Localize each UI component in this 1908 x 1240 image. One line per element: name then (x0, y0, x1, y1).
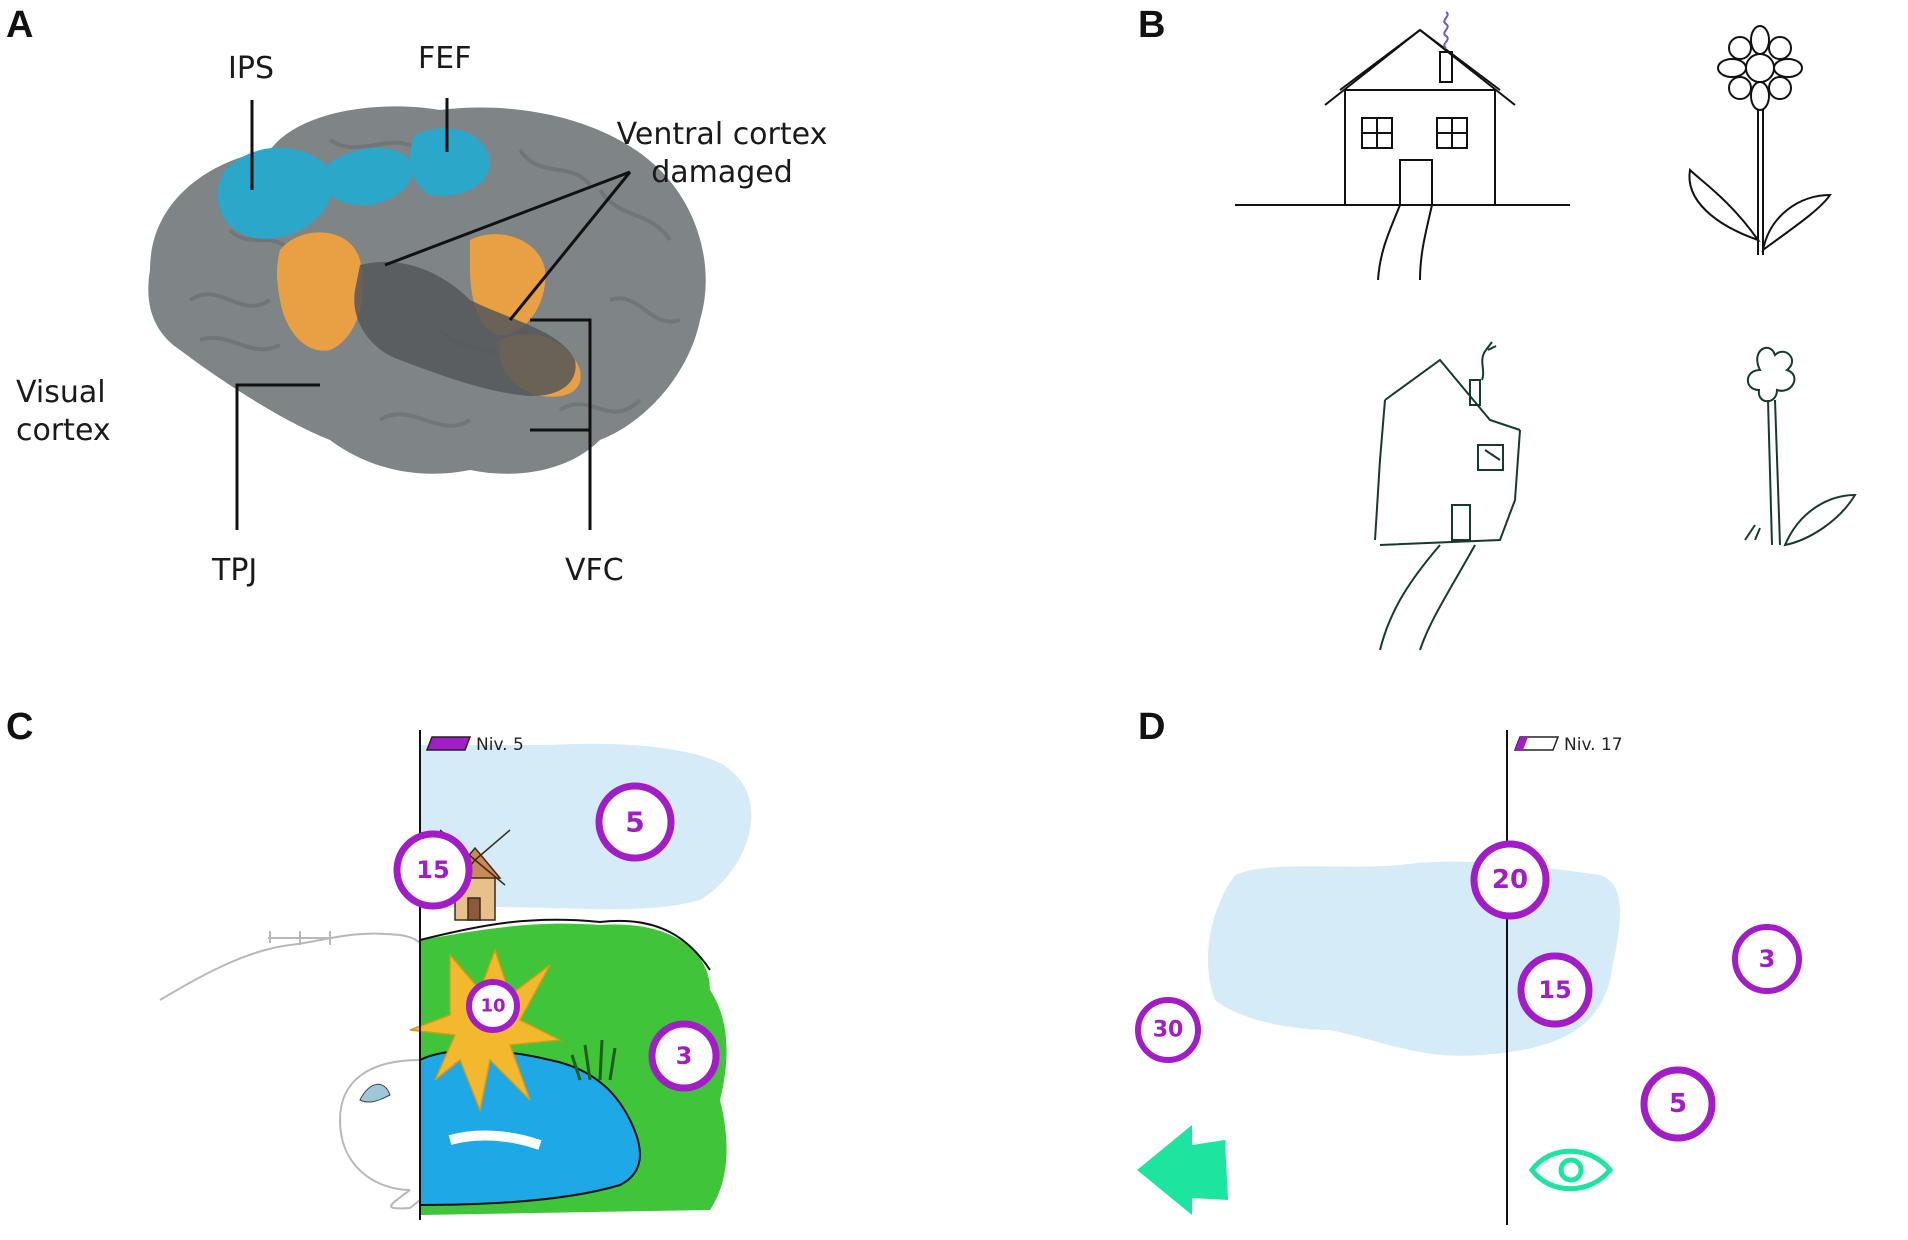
fef-label: FEF (418, 41, 472, 76)
sky-area (420, 743, 752, 910)
target-bubble[interactable]: 3 (648, 1020, 720, 1092)
model-house (1235, 28, 1570, 281)
eye-icon[interactable] (1528, 1148, 1614, 1192)
target-bubble[interactable]: 5 (595, 782, 675, 862)
game-scene-c: Niv. 5 5 15 10 3 (159, 730, 752, 1220)
tpj-region (277, 232, 364, 351)
ips-label: IPS (228, 51, 274, 86)
patient-flower (1744, 346, 1857, 547)
tpj-label: TPJ (212, 553, 258, 588)
target-value: 30 (1153, 1018, 1184, 1043)
target-value: 15 (416, 856, 449, 884)
level-indicator-d: Niv. 17 (1513, 735, 1623, 755)
neglected-side-outline (159, 931, 425, 1210)
arrow-left-icon[interactable] (1137, 1125, 1228, 1215)
panel-b-letter: B (1138, 4, 1166, 46)
game-scene-d: Niv. 17 20 3 15 30 5 (1135, 730, 1802, 1225)
brain-diagram (148, 98, 706, 530)
target-value: 3 (676, 1042, 693, 1070)
target-bubble[interactable]: 15 (1517, 952, 1593, 1028)
copy-drawings (1235, 11, 1857, 651)
visual-label-line1: Visual (16, 375, 106, 410)
ventral-damaged-label: Ventral cortex damaged (592, 116, 852, 191)
target-bubble[interactable]: 5 (1640, 1066, 1716, 1142)
leader-lines (235, 98, 632, 530)
level-label-d: Niv. 17 (1564, 735, 1623, 755)
target-value: 20 (1492, 865, 1528, 895)
target-value: 3 (1759, 945, 1776, 973)
reeds (570, 1039, 617, 1081)
target-bubble[interactable]: 10 (466, 979, 520, 1033)
target-value: 5 (625, 806, 644, 839)
target-bubble[interactable]: 3 (1732, 924, 1802, 994)
panel-a-letter: A (6, 4, 34, 46)
target-bubble[interactable]: 20 (1470, 840, 1550, 920)
model-flower (1688, 25, 1832, 255)
panel-d-letter: D (1138, 706, 1166, 748)
target-value: 10 (480, 996, 505, 1017)
fish-icon (359, 1083, 391, 1103)
target-value: 5 (1669, 1089, 1687, 1119)
panel-c-letter: C (6, 706, 34, 748)
level-label-c: Niv. 5 (476, 735, 524, 755)
patient-house (1374, 341, 1521, 651)
ips-region (217, 147, 333, 239)
smoke-curl (1443, 11, 1449, 49)
level-indicator-c: Niv. 5 (425, 735, 524, 755)
target-bubble[interactable]: 15 (393, 830, 473, 910)
vfc-label: VFC (565, 553, 624, 588)
ventral-label-line1: Ventral cortex (616, 117, 828, 152)
visual-label-line2: cortex (16, 412, 111, 448)
ventral-label-line2: damaged (651, 154, 793, 190)
target-bubble[interactable]: 30 (1135, 997, 1201, 1063)
dorsal-patch-2 (319, 147, 413, 206)
ventral-damage-region (354, 261, 576, 396)
target-value: 15 (1538, 976, 1571, 1004)
visual-cortex-label: Visual cortex (16, 374, 111, 449)
fef-region (410, 128, 491, 196)
